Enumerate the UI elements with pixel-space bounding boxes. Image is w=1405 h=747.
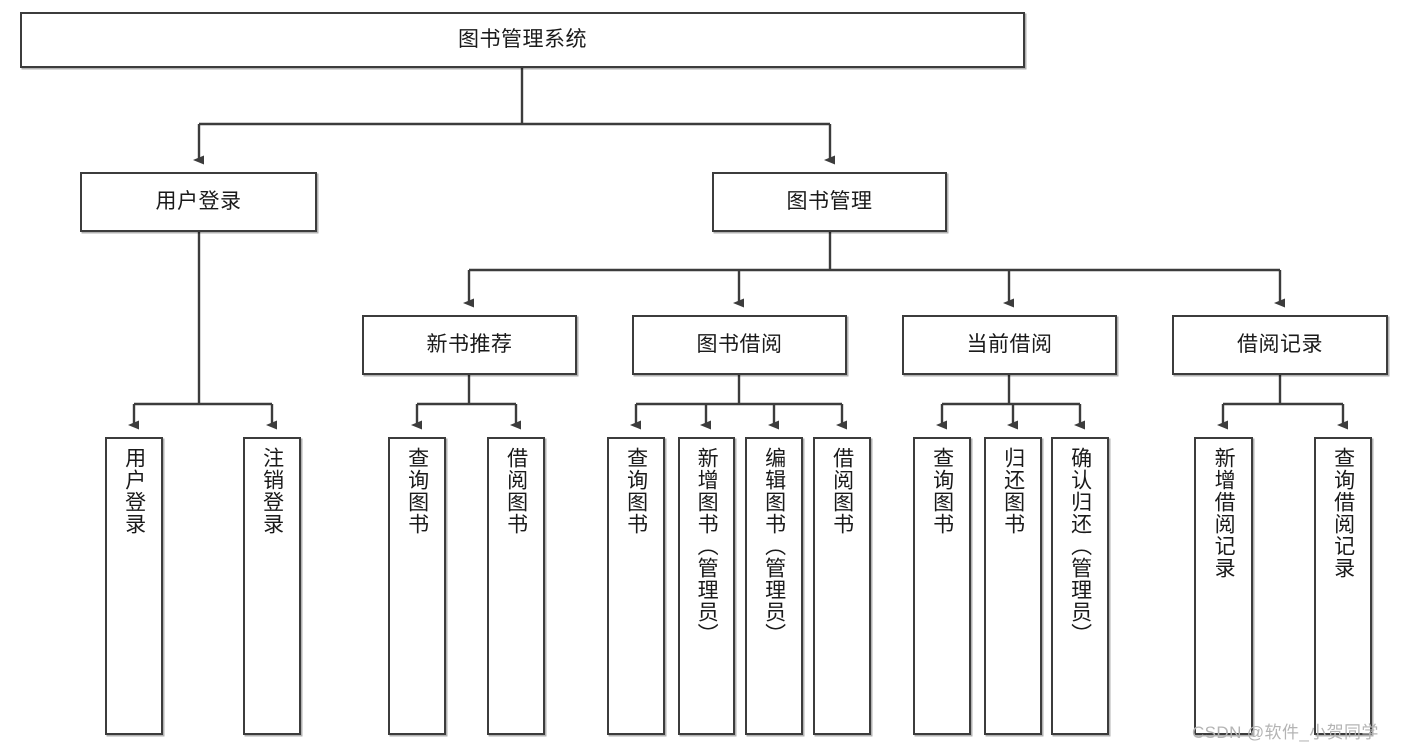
node-leaf-confirm-return-label: 确认归还（管理员） <box>1068 447 1092 645</box>
node-leaf-return-book[interactable]: 归还图书 <box>984 437 1042 735</box>
node-leaf-query-book-2[interactable]: 查询图书 <box>607 437 665 735</box>
node-root[interactable]: 图书管理系统 <box>20 12 1025 68</box>
node-book-borrow[interactable]: 图书借阅 <box>632 315 847 375</box>
node-new-book-recommend-label: 新书推荐 <box>426 332 513 356</box>
node-book-manage[interactable]: 图书管理 <box>712 172 947 232</box>
node-user-login[interactable]: 用户登录 <box>80 172 317 232</box>
node-current-borrow-label: 当前借阅 <box>966 332 1053 356</box>
node-leaf-query-book-3[interactable]: 查询图书 <box>913 437 971 735</box>
node-leaf-borrow-book-2-label: 借阅图书 <box>830 447 854 535</box>
node-borrow-record[interactable]: 借阅记录 <box>1172 315 1388 375</box>
node-leaf-add-record[interactable]: 新增借阅记录 <box>1194 437 1253 735</box>
node-leaf-edit-book-label: 编辑图书（管理员） <box>762 447 786 645</box>
node-book-borrow-label: 图书借阅 <box>696 332 783 356</box>
node-new-book-recommend[interactable]: 新书推荐 <box>362 315 577 375</box>
node-leaf-add-book-label: 新增图书（管理员） <box>695 447 719 645</box>
node-leaf-return-book-label: 归还图书 <box>1001 447 1025 535</box>
node-leaf-confirm-return[interactable]: 确认归还（管理员） <box>1051 437 1109 735</box>
node-leaf-borrow-book-1-label: 借阅图书 <box>504 447 528 535</box>
node-leaf-user-logout[interactable]: 注销登录 <box>243 437 301 735</box>
node-leaf-query-record-label: 查询借阅记录 <box>1331 447 1355 579</box>
node-leaf-borrow-book-1[interactable]: 借阅图书 <box>487 437 545 735</box>
node-root-label: 图书管理系统 <box>458 27 587 51</box>
node-leaf-query-record[interactable]: 查询借阅记录 <box>1314 437 1372 735</box>
node-leaf-query-book-1[interactable]: 查询图书 <box>388 437 446 735</box>
node-leaf-user-logout-label: 注销登录 <box>260 447 284 535</box>
node-leaf-add-record-label: 新增借阅记录 <box>1212 447 1236 579</box>
node-borrow-record-label: 借阅记录 <box>1237 332 1323 356</box>
node-leaf-add-book[interactable]: 新增图书（管理员） <box>678 437 735 735</box>
node-leaf-user-login[interactable]: 用户登录 <box>105 437 163 735</box>
node-leaf-user-login-label: 用户登录 <box>122 447 146 535</box>
node-leaf-query-book-3-label: 查询图书 <box>930 447 954 535</box>
node-leaf-query-book-2-label: 查询图书 <box>624 447 648 535</box>
node-leaf-edit-book[interactable]: 编辑图书（管理员） <box>745 437 803 735</box>
watermark: CSDN @软件_小贺同学 <box>1192 723 1379 742</box>
node-current-borrow[interactable]: 当前借阅 <box>902 315 1117 375</box>
node-user-login-label: 用户登录 <box>155 189 242 213</box>
node-leaf-query-book-1-label: 查询图书 <box>405 447 429 535</box>
node-leaf-borrow-book-2[interactable]: 借阅图书 <box>813 437 871 735</box>
node-book-manage-label: 图书管理 <box>786 189 873 213</box>
